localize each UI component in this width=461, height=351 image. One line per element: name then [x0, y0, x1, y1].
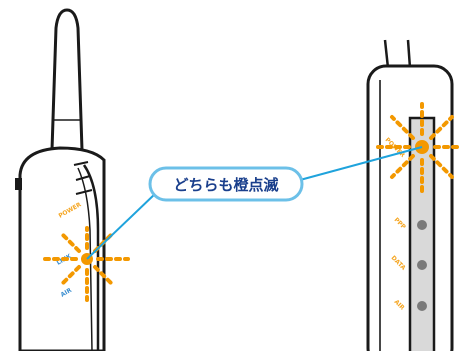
left-device-slot [73, 161, 93, 195]
left-side-switch [15, 178, 22, 190]
right-top-cable [383, 39, 412, 70]
left-device: POWER LINK AIR [15, 8, 130, 351]
right-led-ppp [417, 220, 427, 230]
callout-leader-left [86, 191, 158, 260]
right-device: POWER PPP DATA AIR [366, 39, 460, 351]
right-led-air [417, 301, 427, 311]
callout: どちらも橙点滅 [86, 146, 423, 260]
left-device-front-inner [77, 167, 93, 351]
right-led-rays [374, 102, 460, 194]
left-antenna [50, 8, 84, 152]
left-device-front [82, 164, 100, 351]
callout-bubble [148, 166, 304, 202]
right-led-data [417, 260, 427, 270]
left-device-body [18, 146, 106, 351]
callout-text: どちらも橙点滅 [173, 176, 278, 194]
callout-leader-right [299, 146, 423, 181]
